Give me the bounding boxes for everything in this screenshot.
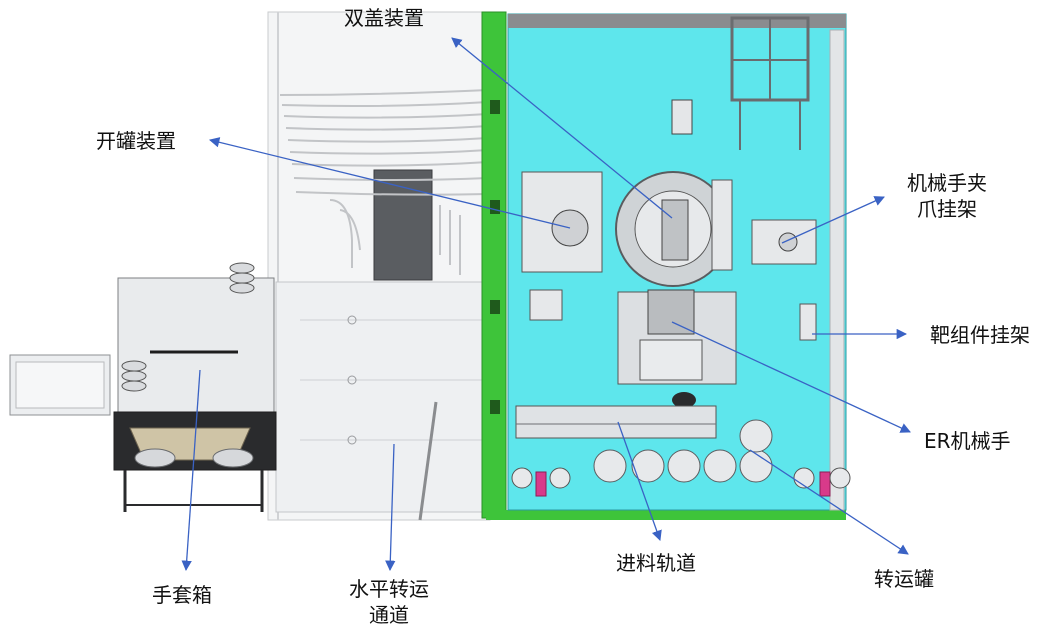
label-gripper-rack: 机械手夹 爪挂架 (894, 170, 1000, 222)
label-gripper-rack-line2: 爪挂架 (917, 197, 977, 221)
arrow-double-lid (451, 37, 673, 219)
label-gripper-rack-line1: 机械手夹 (907, 171, 987, 195)
transfer-can-row (593, 419, 773, 483)
transfer-channel-structure (267, 11, 491, 521)
hot-cell-frame (481, 11, 846, 520)
arrow-er-manipulator (671, 321, 911, 433)
glovebox-structure (9, 262, 277, 512)
label-double-lid: 双盖装置 (344, 6, 424, 30)
arrow-can-opener (208, 137, 571, 229)
glovebox-port-top (229, 262, 255, 294)
arrow-glovebox (181, 369, 201, 572)
label-er-manipulator: ER机械手 (924, 429, 1011, 453)
hot-cell-chamber (507, 13, 851, 511)
arrow-gripper-rack (781, 196, 885, 244)
arrow-transfer-channel (385, 443, 396, 572)
label-transfer-channel: 水平转运 通道 (334, 576, 444, 628)
arrow-transfer-can (749, 449, 909, 555)
label-transfer-channel-line1: 水平转运 (349, 577, 429, 601)
label-transfer-can: 转运罐 (874, 567, 934, 591)
label-transfer-channel-line2: 通道 (369, 603, 409, 627)
label-target-rack: 靶组件挂架 (930, 323, 1030, 347)
label-glovebox: 手套箱 (152, 583, 212, 607)
label-feed-track: 进料轨道 (616, 551, 696, 575)
callout-arrows (181, 37, 911, 572)
arrow-feed-track (617, 421, 662, 541)
pipe-bundle (279, 89, 489, 275)
label-can-opener: 开罐装置 (96, 129, 176, 153)
glovebox-port-left (121, 360, 147, 392)
